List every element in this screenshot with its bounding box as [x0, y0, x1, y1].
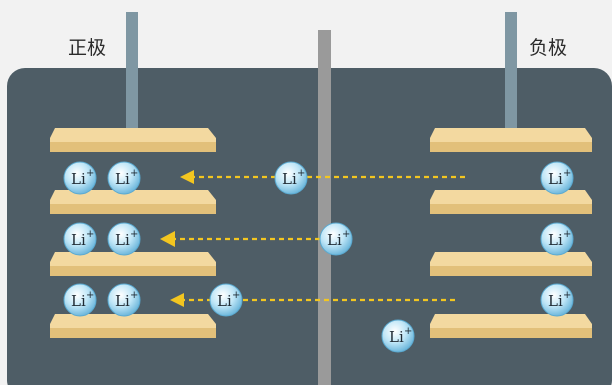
- negative-electrode-plates: [430, 128, 592, 338]
- lithium-ion-icon: Li+: [107, 222, 141, 256]
- ion-symbol: Li: [282, 170, 297, 188]
- positive-plate-face: [50, 328, 216, 338]
- positive-collector-rod: [126, 12, 138, 138]
- negative-electrode-label: 负极: [529, 37, 568, 59]
- ion-symbol: Li: [327, 231, 342, 249]
- ion-symbol: Li: [71, 231, 86, 249]
- arrowhead-icon: [160, 231, 175, 247]
- positive-plate-face: [50, 204, 216, 214]
- negative-plate-face: [430, 266, 592, 276]
- ion-circle: [540, 222, 574, 256]
- ion-symbol: Li: [71, 292, 86, 310]
- ion-symbol: Li: [115, 231, 130, 249]
- lithium-ion-icon: Li+: [274, 161, 308, 195]
- positive-plate-face: [50, 266, 216, 276]
- arrowheads: [160, 170, 194, 307]
- lithium-ion-icon: Li+: [63, 283, 97, 317]
- ion-circle: [63, 222, 97, 256]
- ion-charge: +: [342, 229, 350, 240]
- ion-circle: [107, 283, 141, 317]
- negative-collector-rod: [505, 12, 517, 138]
- ion-symbol: Li: [548, 292, 563, 310]
- lithium-ion-icon: Li+: [540, 283, 574, 317]
- ion-symbol: Li: [115, 170, 130, 188]
- ion-charge: +: [232, 290, 240, 301]
- ion-circle: [319, 222, 353, 256]
- ion-charge: +: [130, 229, 138, 240]
- ion-circle: [540, 283, 574, 317]
- ion-symbol: Li: [389, 328, 404, 346]
- ion-symbol: Li: [548, 170, 563, 188]
- lithium-ion-icon: Li+: [107, 283, 141, 317]
- lithium-ion-icon: Li+: [63, 222, 97, 256]
- lithium-ion-icon: Li+: [319, 222, 353, 256]
- ion-circle: [107, 161, 141, 195]
- ion-charge: +: [563, 290, 571, 301]
- negative-plate-face: [430, 328, 592, 338]
- ion-circle: [540, 161, 574, 195]
- ion-circle: [63, 283, 97, 317]
- arrowhead-icon: [180, 170, 194, 184]
- ion-circle: [209, 283, 243, 317]
- ion-symbol: Li: [71, 170, 86, 188]
- ion-charge: +: [297, 168, 305, 179]
- separator: [318, 30, 331, 385]
- ion-charge: +: [404, 326, 412, 337]
- ion-symbol: Li: [115, 292, 130, 310]
- lithium-ion-icon: Li+: [540, 161, 574, 195]
- ion-symbol: Li: [548, 231, 563, 249]
- ion-circle: [274, 161, 308, 195]
- ion-charge: +: [86, 229, 94, 240]
- ion-symbol: Li: [217, 292, 232, 310]
- lithium-ion-icon: Li+: [540, 222, 574, 256]
- lithium-ion-icon: Li+: [381, 319, 415, 353]
- lithium-ions: Li+Li+Li+Li+Li+Li+Li+Li+Li+Li+Li+Li+Li+: [63, 161, 574, 353]
- negative-plate-face: [430, 204, 592, 214]
- positive-electrode-plates: [50, 128, 216, 338]
- arrowhead-icon: [170, 293, 184, 307]
- lithium-ion-icon: Li+: [209, 283, 243, 317]
- ion-charge: +: [563, 229, 571, 240]
- negative-plate-face: [430, 142, 592, 152]
- ion-charge: +: [130, 290, 138, 301]
- ion-circle: [107, 222, 141, 256]
- ion-charge: +: [86, 290, 94, 301]
- ion-circle: [381, 319, 415, 353]
- ion-circle: [63, 161, 97, 195]
- ion-charge: +: [86, 168, 94, 179]
- lithium-ion-icon: Li+: [63, 161, 97, 195]
- positive-electrode-label: 正极: [68, 37, 107, 59]
- positive-plate-face: [50, 142, 216, 152]
- lithium-ion-icon: Li+: [107, 161, 141, 195]
- ion-charge: +: [563, 168, 571, 179]
- ion-charge: +: [130, 168, 138, 179]
